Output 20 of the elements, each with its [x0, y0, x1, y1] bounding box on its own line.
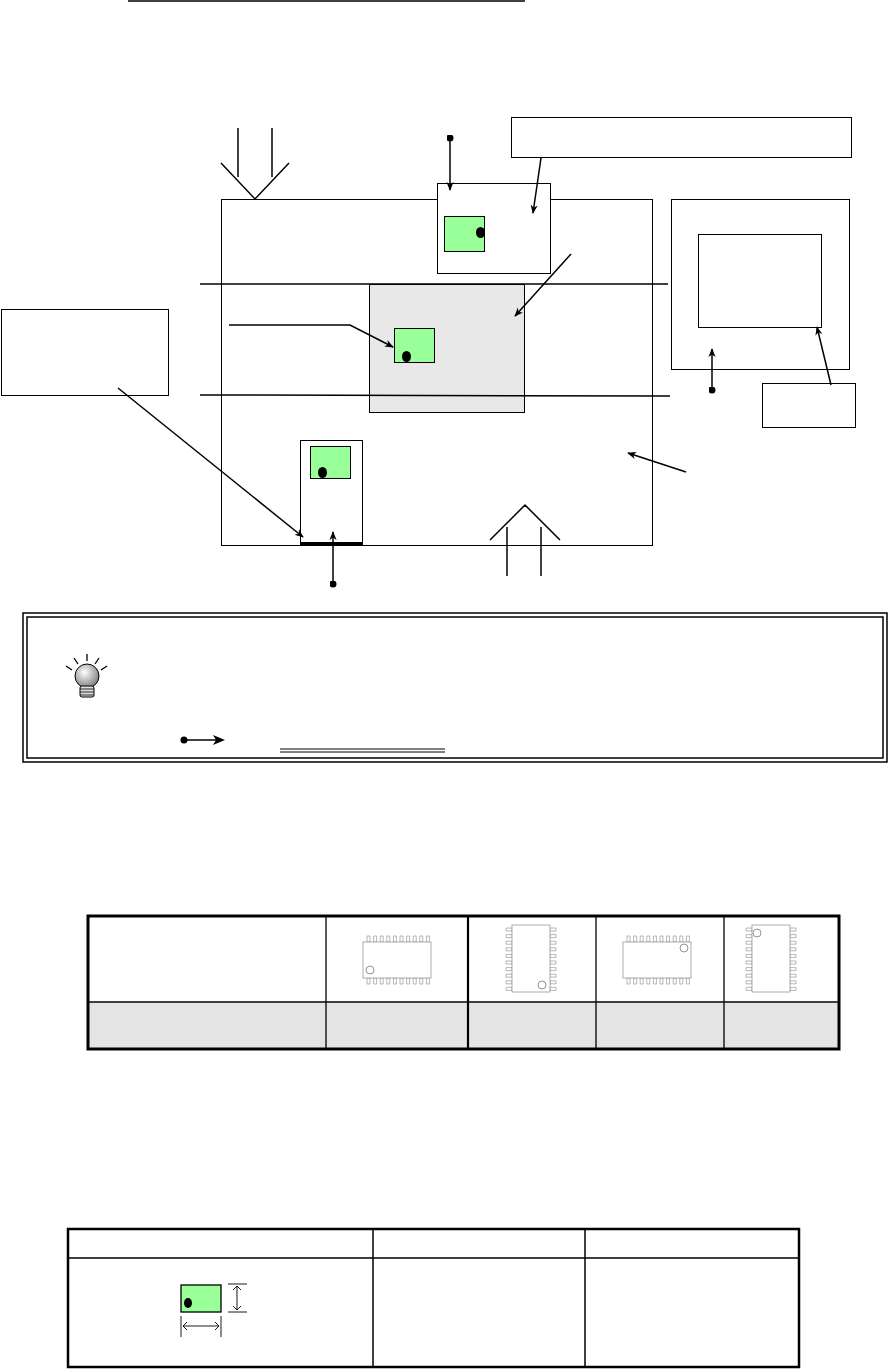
leader-arrow — [329, 531, 337, 588]
callout-box — [1, 309, 169, 396]
callout-box — [762, 383, 856, 428]
leader-arrow — [530, 157, 542, 214]
component-box — [299, 439, 363, 545]
callout-box — [511, 117, 852, 158]
leader-arrow — [117, 387, 304, 538]
chip-pad — [394, 328, 435, 363]
leader-arrow — [708, 348, 716, 394]
component-box — [437, 183, 551, 274]
leader-arrow — [815, 326, 832, 386]
chip-pad — [443, 215, 485, 252]
leader-arrow — [627, 452, 687, 473]
outer-frame — [671, 199, 850, 370]
chip-pad — [310, 446, 351, 479]
inner-frame — [697, 233, 822, 328]
leader-arrow — [514, 253, 572, 317]
leader-arrow — [228, 324, 394, 348]
shaded-region — [368, 283, 525, 413]
leader-arrow — [446, 134, 454, 191]
